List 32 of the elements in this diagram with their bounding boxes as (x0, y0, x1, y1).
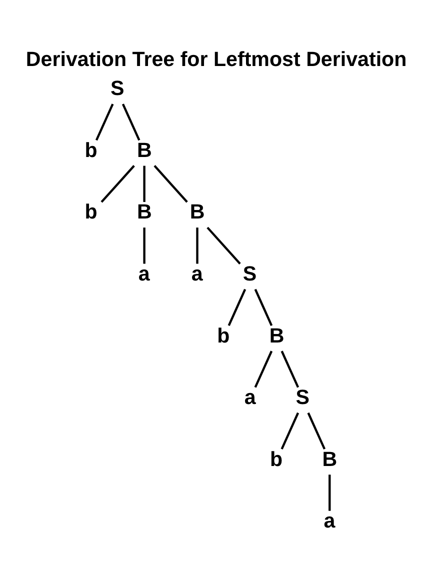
node-text: b (84, 138, 98, 162)
connector (280, 350, 300, 388)
connector (328, 474, 331, 511)
connector (122, 104, 140, 141)
connector (228, 288, 246, 326)
connector (95, 104, 114, 141)
node-text: a (138, 262, 150, 286)
node-text: S (110, 77, 124, 100)
node-text: B (269, 324, 284, 348)
node-text: a (244, 386, 256, 410)
node-text: B (136, 200, 152, 224)
node-text: B (136, 138, 152, 162)
connector (154, 165, 188, 203)
node-text: a (191, 262, 203, 286)
node-text: B (322, 448, 338, 471)
connector (307, 412, 326, 450)
connector (143, 166, 146, 202)
connector (143, 228, 146, 264)
connector (196, 228, 198, 264)
connector (100, 165, 135, 203)
node-text: S (296, 386, 310, 410)
node-text: b (84, 200, 98, 224)
node-text: S (242, 262, 257, 286)
diagram-title: Derivation Tree for Leftmost Derivation (26, 48, 407, 71)
connector (254, 288, 273, 326)
node-text: B (190, 200, 205, 224)
node-text: b (217, 324, 230, 348)
connector (254, 350, 273, 388)
connector (280, 412, 300, 450)
node-text: a (324, 510, 336, 533)
node-text: b (270, 448, 283, 471)
connector (206, 226, 241, 264)
